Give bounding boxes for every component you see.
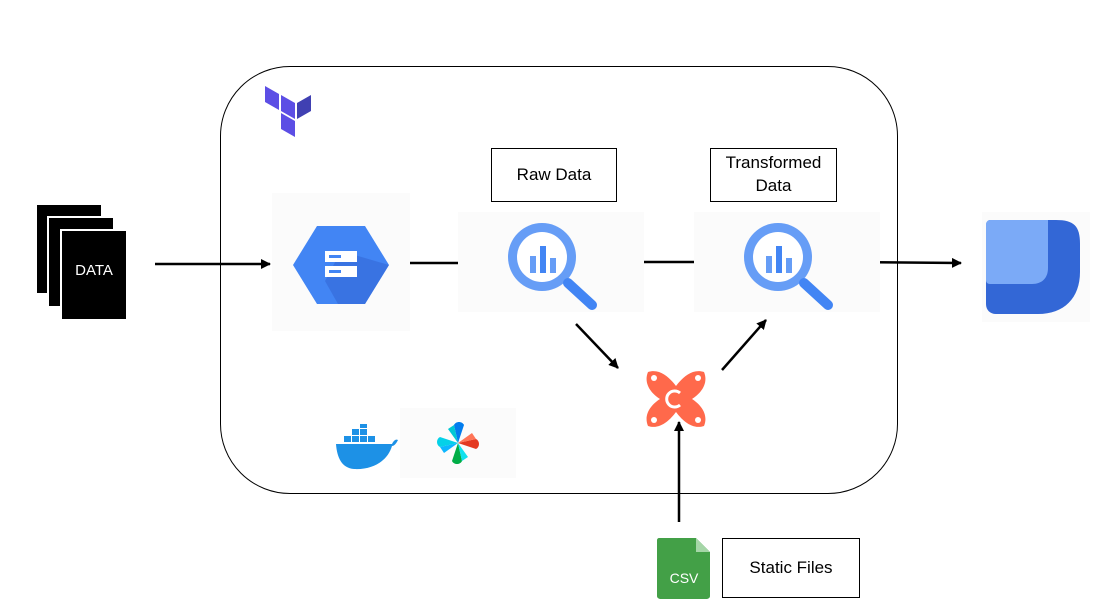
arrow-raw-to-dbt — [575, 323, 619, 369]
looker-studio-icon — [982, 212, 1090, 322]
cloud-storage-icon — [272, 193, 410, 331]
terraform-icon — [262, 84, 318, 140]
static-files-label: Static Files — [722, 538, 860, 598]
csv-label: CSV — [669, 570, 699, 586]
docker-icon — [334, 424, 398, 472]
csv-file-icon: CSV — [656, 536, 712, 600]
transformed-data-label: Transformed Data — [710, 148, 837, 202]
raw-data-label: Raw Data — [491, 148, 617, 202]
dbt-icon — [640, 366, 712, 432]
data-label: DATA — [75, 262, 113, 279]
bigquery-transformed-icon — [694, 212, 880, 312]
bigquery-raw-icon — [458, 212, 644, 312]
arrow-dbt-to-transformed — [721, 319, 767, 371]
airflow-icon — [400, 408, 516, 478]
documents-icon — [35, 203, 128, 321]
data-source-documents: DATA — [34, 202, 130, 322]
pipeline-container — [220, 66, 898, 494]
